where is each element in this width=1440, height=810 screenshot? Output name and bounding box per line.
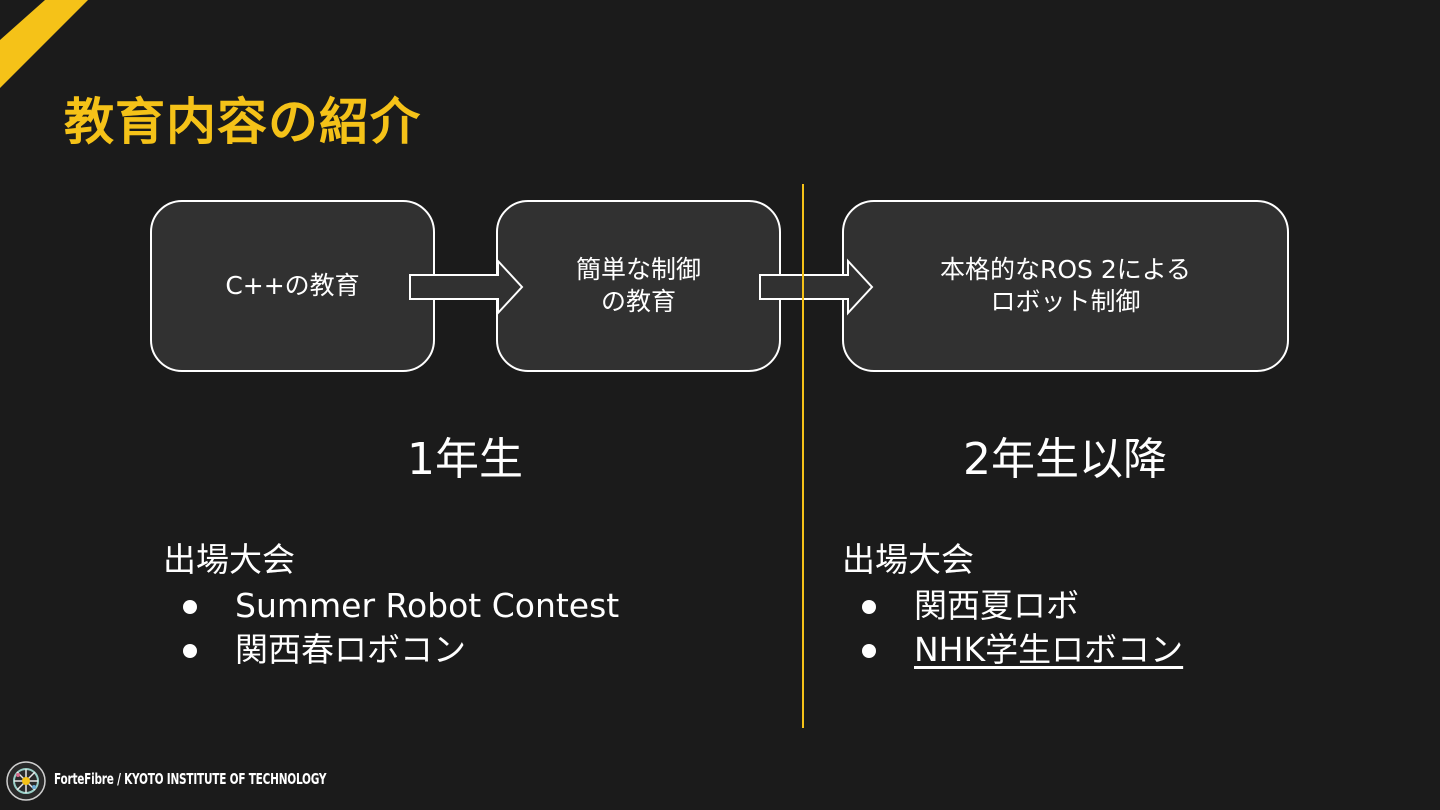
events-heading: 出場大会: [163, 540, 295, 579]
bullet-icon: [183, 600, 197, 614]
year-heading-first: 1年生: [407, 434, 523, 485]
year-heading-second: 2年生以降: [963, 434, 1167, 485]
list-item: Summer Robot Contest: [163, 584, 619, 628]
footer-credit: ForteFibre / KYOTO INSTITUTE OF TECHNOLO…: [54, 770, 327, 788]
list-item: 関西夏ロボ: [842, 584, 1183, 628]
nhk-robocon-link[interactable]: NHK学生ロボコン: [914, 630, 1184, 669]
list-item[interactable]: NHK学生ロボコン: [842, 628, 1183, 672]
flow-step-basic-control: 簡単な制御 の教育: [496, 200, 781, 372]
bullet-icon: [183, 644, 197, 658]
events-list: Summer Robot Contest 関西春ロボコン: [163, 584, 619, 672]
section-divider: [802, 184, 804, 728]
bullet-icon: [862, 600, 876, 614]
slide-title: 教育内容の紹介: [64, 93, 421, 151]
flow-arrow-2: [759, 258, 874, 316]
events-heading: 出場大会: [842, 540, 974, 579]
events-list: 関西夏ロボ NHK学生ロボコン: [842, 584, 1183, 672]
bullet-icon: [862, 644, 876, 658]
list-item: 関西春ロボコン: [163, 628, 619, 672]
flow-step-ros2: 本格的なROS 2による ロボット制御: [842, 200, 1289, 372]
flow-arrow-1: [409, 258, 524, 316]
events-second-year: 出場大会 関西夏ロボ NHK学生ロボコン: [842, 538, 1183, 672]
forte-fibre-logo: [6, 761, 46, 801]
events-first-year: 出場大会 Summer Robot Contest 関西春ロボコン: [163, 538, 619, 672]
corner-stripe: [0, 0, 88, 88]
flow-step-cpp: C++の教育: [150, 200, 435, 372]
